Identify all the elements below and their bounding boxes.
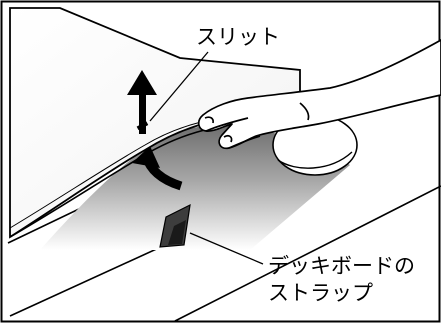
strap-tab-shape (159, 203, 191, 248)
hand-illustration (197, 39, 441, 150)
up-arrow-icon (127, 70, 157, 134)
pivot-disk (272, 114, 358, 176)
strap-label-line2: ストラップ (268, 281, 373, 305)
strap-leader-line (189, 232, 264, 265)
slit-leader-line (149, 51, 209, 122)
cavity-shadow (40, 125, 350, 250)
slit-label: スリット (196, 25, 280, 49)
curved-arrow-icon (132, 146, 183, 191)
strap-label-line1: デッキボードの (268, 254, 415, 278)
